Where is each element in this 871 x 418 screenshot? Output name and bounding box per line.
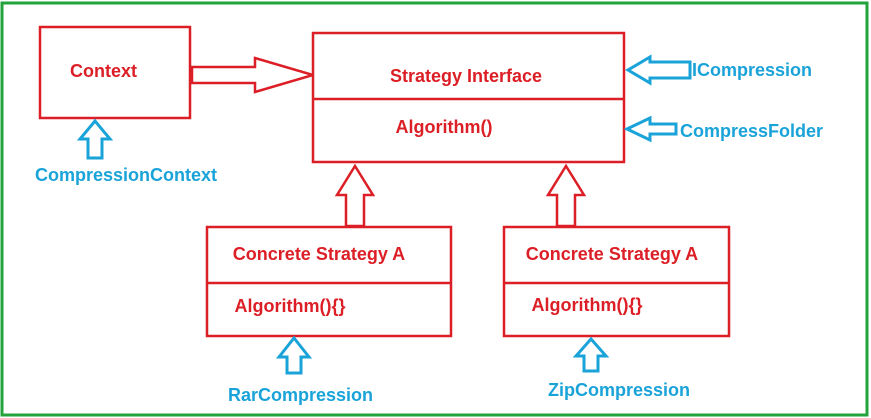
strategy-interface-method: Algorithm() xyxy=(396,117,493,137)
concrete-right-title: Concrete Strategy A xyxy=(526,244,698,264)
left-arrow-icon xyxy=(623,115,678,143)
context-title: Context xyxy=(70,61,137,81)
up-arrow-icon xyxy=(275,335,313,375)
inheritance-arrow-right xyxy=(545,163,587,228)
context-class-box: Context xyxy=(38,25,192,120)
strategy-interface-title: Strategy Interface xyxy=(390,66,542,86)
up-arrow-icon xyxy=(572,336,610,373)
context-implementation-label: CompressionContext xyxy=(35,165,217,185)
interface-implementation-label: ICompression xyxy=(692,60,812,80)
strategy-interface-box: Strategy Interface Algorithm() xyxy=(311,31,626,164)
concrete-right-method: Algorithm(){} xyxy=(532,295,643,315)
concrete-strategy-right-box: Concrete Strategy A Algorithm(){} xyxy=(502,225,731,338)
strategy-interface-outline xyxy=(311,31,626,164)
left-arrow-icon xyxy=(625,54,692,86)
concrete-left-outline xyxy=(205,225,453,338)
inheritance-arrow-left xyxy=(334,163,376,228)
concrete-left-method: Algorithm(){} xyxy=(235,296,346,316)
context-box-outline xyxy=(38,25,192,120)
abstract-implementation-label: CompressFolder xyxy=(680,121,823,141)
concrete-left-implementation-label: RarCompression xyxy=(228,385,373,405)
concrete-right-outline xyxy=(502,225,731,338)
up-arrow-icon xyxy=(76,118,114,160)
concrete-left-title: Concrete Strategy A xyxy=(233,244,405,264)
concrete-right-implementation-label: ZipCompression xyxy=(548,380,690,400)
concrete-strategy-left-box: Concrete Strategy A Algorithm(){} xyxy=(205,225,453,338)
association-arrow xyxy=(190,56,318,94)
